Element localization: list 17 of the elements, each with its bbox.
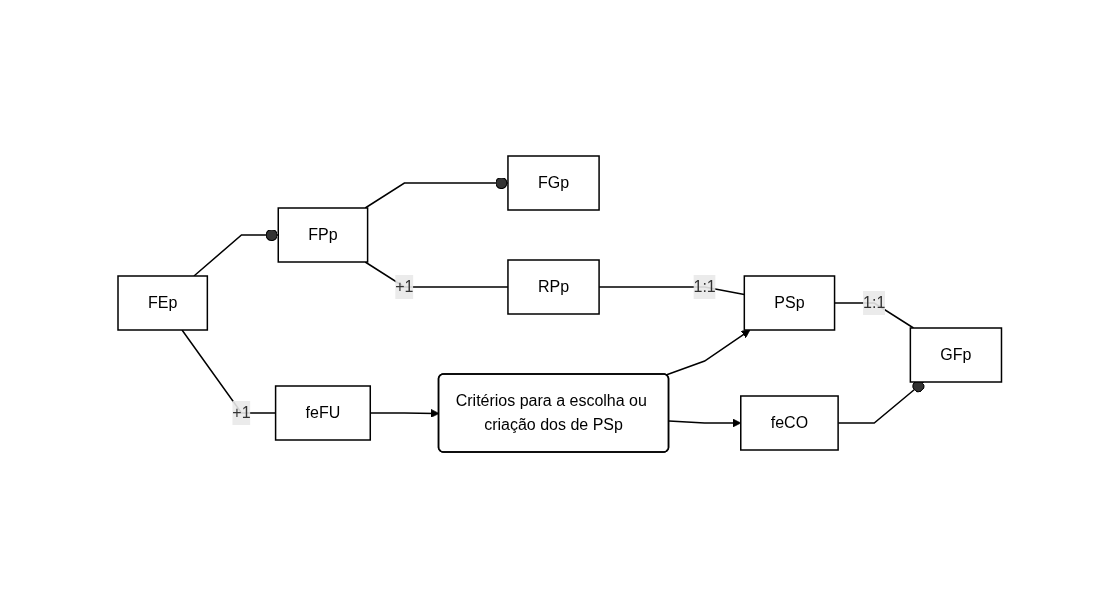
node-box: GFp	[909, 327, 1003, 383]
arrow	[668, 418, 742, 428]
edge-label: +1	[395, 278, 414, 295]
connector	[364, 176, 509, 209]
edge-label: 1:1	[863, 294, 886, 311]
node-box: RPp	[507, 259, 601, 315]
node-box: FEp	[117, 275, 209, 331]
connector	[364, 261, 509, 288]
connector	[834, 302, 915, 329]
arrow	[665, 329, 751, 376]
node-box: PSp	[743, 275, 836, 331]
node-box: FPp	[277, 207, 369, 263]
node-box: feCO	[740, 395, 840, 451]
node-box: feFU	[275, 385, 372, 441]
node-box: FGp	[507, 155, 601, 211]
edge-label: 1:1	[693, 278, 717, 295]
edge-label: +1	[232, 404, 251, 421]
